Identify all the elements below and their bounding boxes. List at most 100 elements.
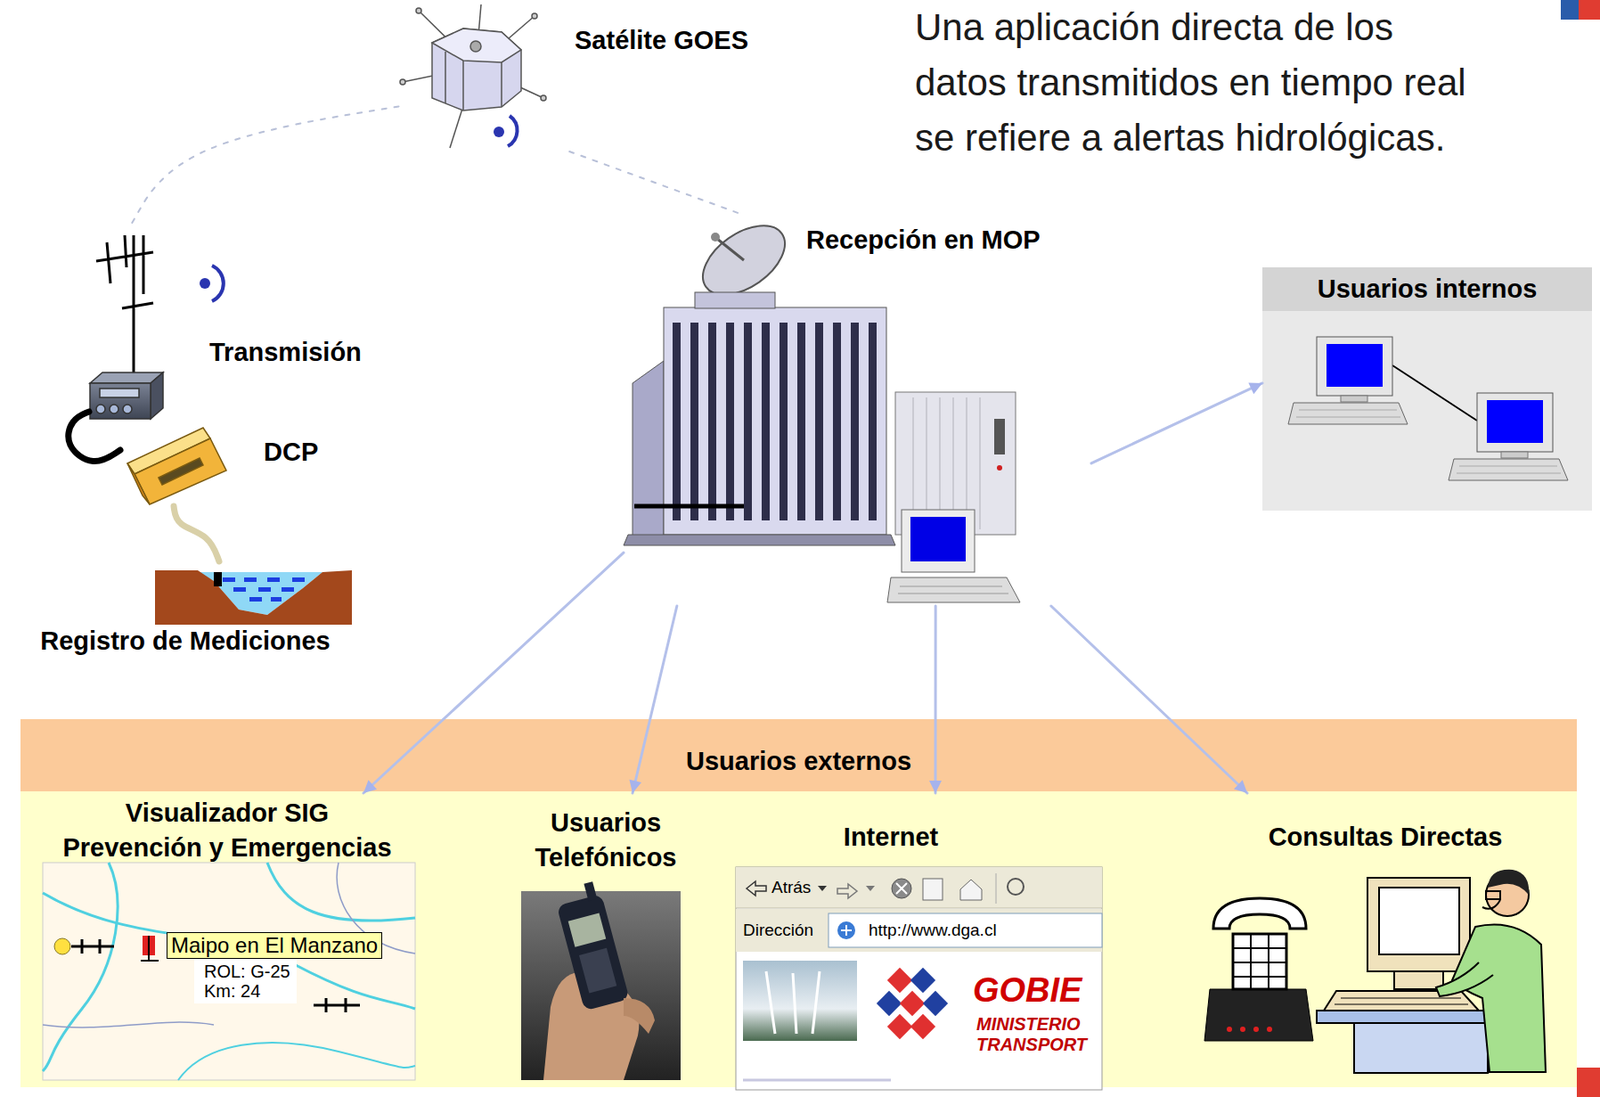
phone-photo-part-part bbox=[568, 913, 607, 947]
phone-photo-part bbox=[553, 880, 630, 1012]
browser-window-part bbox=[1007, 878, 1024, 895]
external-band-part bbox=[20, 718, 1577, 792]
operator-desk-part bbox=[1334, 997, 1469, 1005]
connector bbox=[632, 605, 678, 793]
river-channel-part bbox=[233, 587, 246, 592]
node-label: Consultas Directas bbox=[1198, 821, 1573, 853]
phone-photo-part-part bbox=[583, 881, 597, 901]
river-channel-part bbox=[292, 577, 305, 582]
browser-window-part bbox=[735, 866, 1103, 1090]
river-channel-part bbox=[222, 577, 236, 582]
page-banner: TRANSPORT bbox=[976, 1034, 1087, 1055]
goes-satellite-part bbox=[540, 95, 547, 101]
corner-mark-part bbox=[1576, 1067, 1600, 1097]
goes-satellite-part bbox=[470, 40, 482, 52]
mop-building-part bbox=[694, 292, 776, 309]
workstation-part bbox=[1501, 451, 1528, 458]
browser-window-part bbox=[828, 913, 1103, 947]
transmitter-box-part bbox=[96, 404, 106, 414]
mop-building-part-part bbox=[708, 322, 717, 521]
mop-building-part-part bbox=[726, 322, 735, 521]
workstation-part bbox=[1316, 336, 1393, 396]
mop-building-part-part bbox=[868, 322, 877, 521]
operator-desk-part bbox=[1367, 877, 1470, 972]
government-logo-part bbox=[922, 990, 948, 1016]
government-logo-part bbox=[876, 990, 902, 1016]
operator-desk-part bbox=[1485, 890, 1501, 899]
browser-window-part bbox=[735, 908, 1103, 952]
phone-photo-part-part bbox=[579, 947, 617, 994]
browser-window-part bbox=[891, 878, 912, 898]
network-link-part bbox=[1392, 365, 1478, 421]
internal-panel-part bbox=[1262, 310, 1592, 511]
workstation bbox=[1448, 392, 1568, 481]
gis-map-part bbox=[140, 935, 159, 961]
mop-building-part-part bbox=[779, 322, 788, 521]
desktop-computer bbox=[887, 509, 1021, 603]
gis-map-part bbox=[71, 938, 115, 954]
external-band bbox=[20, 718, 1577, 1087]
browser-window-part bbox=[960, 879, 982, 900]
government-logo-part bbox=[910, 1013, 936, 1039]
mop-building-part-part bbox=[815, 322, 824, 521]
external-users-band: Usuarios externosVisualizador SIG Preven… bbox=[20, 718, 1577, 1087]
river-channel-part bbox=[249, 596, 262, 602]
mop-building-part bbox=[634, 504, 744, 509]
corner-flag-part bbox=[1560, 0, 1579, 20]
goes-satellite-part bbox=[400, 79, 406, 85]
signal-icon-part bbox=[493, 126, 505, 138]
transmitter-box-part bbox=[99, 388, 139, 398]
signal-icon-part bbox=[212, 265, 224, 302]
operator-desk-part bbox=[1482, 899, 1501, 909]
operator-desk-part bbox=[1354, 1022, 1488, 1073]
satellite-dish-part bbox=[717, 238, 744, 261]
transmitter-box-part bbox=[150, 372, 164, 419]
signal-icon-part bbox=[199, 277, 211, 289]
node-label: Usuarios internos bbox=[1262, 273, 1592, 305]
node-label: Usuarios externos bbox=[20, 745, 1577, 777]
browser-window-part bbox=[865, 885, 875, 891]
map-distance: Km: 24 bbox=[204, 980, 261, 1002]
satellite-dish-part bbox=[690, 212, 798, 310]
connector bbox=[569, 151, 741, 214]
phone-users-box: Usuarios Telefónicos bbox=[512, 792, 700, 1086]
operator-desk-part bbox=[1394, 971, 1444, 989]
river-channel-part bbox=[244, 577, 257, 582]
government-logo bbox=[876, 967, 948, 1039]
satellite-label-box: Satélite GOES bbox=[400, 0, 793, 152]
dcp-label-box: DCP bbox=[120, 425, 339, 507]
node-label: Satélite GOES bbox=[574, 24, 793, 57]
transmitter-box-part bbox=[109, 404, 119, 414]
satellite-dish-part bbox=[710, 232, 720, 242]
operator-desk-part bbox=[1436, 962, 1494, 996]
node-label: Transmisión bbox=[209, 336, 397, 368]
browser-window-part bbox=[735, 866, 1103, 908]
desktop-computer-part bbox=[897, 586, 1009, 594]
browser-window-part bbox=[896, 882, 907, 894]
connector bbox=[173, 506, 220, 562]
gis-map-part bbox=[42, 862, 416, 1028]
river-channel bbox=[155, 570, 352, 625]
government-logo-part bbox=[887, 1013, 913, 1039]
phone-photo-part bbox=[623, 997, 655, 1034]
connector-group bbox=[68, 106, 1263, 793]
phone-photo bbox=[521, 880, 681, 1080]
mop-building-part-part bbox=[743, 322, 752, 521]
antenna-mast-part bbox=[96, 235, 154, 375]
browser-window-part bbox=[817, 885, 827, 891]
workstation-part bbox=[1477, 392, 1553, 452]
gis-map-part bbox=[194, 958, 297, 1004]
corner-mark bbox=[1576, 1067, 1600, 1097]
workstation-part bbox=[1448, 458, 1568, 481]
desk-phone-part bbox=[1213, 897, 1307, 929]
browser-window-part bbox=[735, 907, 1103, 909]
workstation-part bbox=[1288, 402, 1408, 425]
antenna-mast bbox=[96, 235, 154, 375]
gis-map-part bbox=[178, 1042, 416, 1080]
workstation-part bbox=[1340, 395, 1368, 402]
corner-flag bbox=[1560, 0, 1600, 20]
river-channel-part bbox=[258, 587, 271, 592]
mop-building bbox=[623, 292, 896, 546]
connector bbox=[363, 552, 624, 793]
